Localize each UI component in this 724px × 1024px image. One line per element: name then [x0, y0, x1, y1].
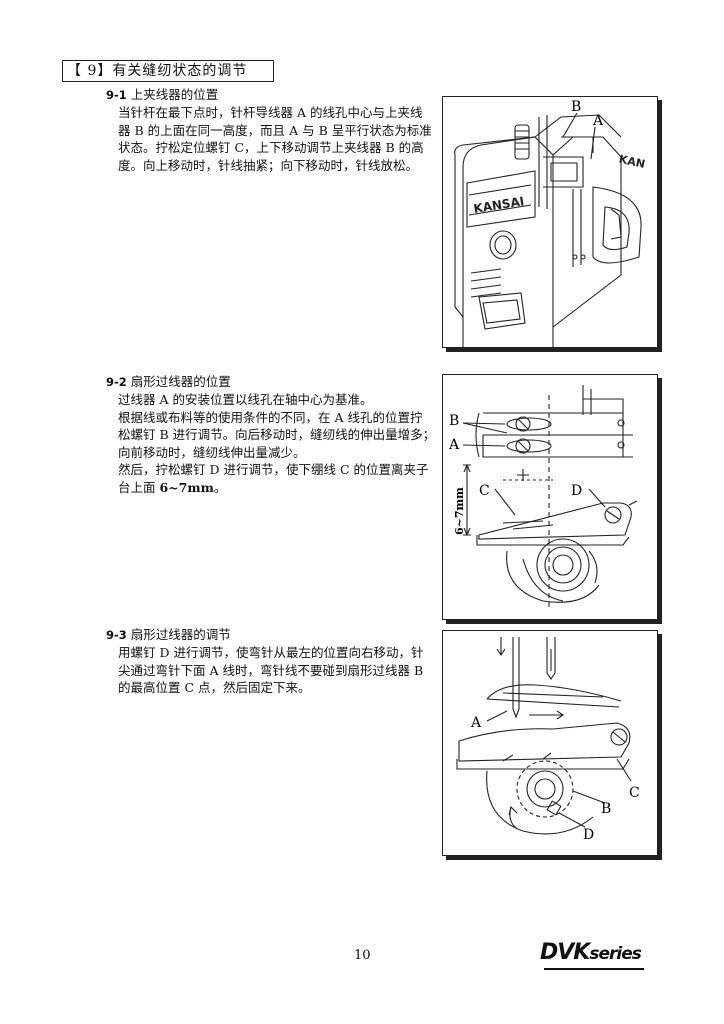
body-line: 状态。拧松定位螺钉 C，上下移动调节上夹线器 B 的高 [118, 140, 424, 155]
section-title: 扇形过线器的位置 [130, 374, 231, 389]
body-line: 用螺钉 D 进行调节，使弯针从最左的位置向右移动，针 [118, 645, 424, 660]
figure-label-a: A [448, 437, 460, 453]
figure-upper-tension: KANSAI KAN [442, 96, 658, 348]
fan-guide-position-illustration: B A C D 6~7mm [448, 385, 638, 607]
fan-guide-adjustment-illustration: A C B D [456, 637, 640, 843]
body-line: 台上面 6~7mm。 [118, 479, 442, 497]
section-title: 扇形过线器的调节 [130, 627, 231, 642]
svg-text:KAN: KAN [618, 153, 646, 171]
section-heading: 9-3 扇形过线器的调节 [106, 626, 442, 644]
section-9-1: 9-1 上夹线器的位置 当针杆在最下点时，针杆导线器 A 的线孔中心与上夹线 器… [106, 86, 442, 174]
figure-label-a: A [592, 113, 604, 129]
figure-label-c: C [629, 785, 640, 801]
section-body: 过线器 A 的安装位置以线孔在轴中心为基准。 根据线或布料等的使用条件的不同，在… [118, 391, 442, 496]
body-line: 然后，拧松螺钉 D 进行调节，使下绷线 C 的位置离夹子 [118, 462, 429, 477]
section-number: 9-1 [106, 88, 127, 102]
figure-label-b: B [449, 413, 459, 429]
body-line: 过线器 A 的安装位置以线孔在轴中心为基准。 [118, 392, 373, 407]
figure-label-a: A [470, 715, 482, 731]
figure-label-c: C [479, 483, 490, 499]
body-line: 器 B 的上面在同一高度，而且 A 与 B 呈平行状态为标准 [118, 122, 432, 138]
page-title: 【 9】有关缝纫状态的调节 [62, 60, 274, 82]
body-line: 度。向上移动时，针线抽紧；向下移动时，针线放松。 [118, 157, 419, 173]
section-body: 当针杆在最下点时，针杆导线器 A 的线孔中心与上夹线 器 B 的上面在同一高度，… [118, 104, 442, 174]
section-9-3: 9-3 扇形过线器的调节 用螺钉 D 进行调节，使弯针从最左的位置向右移动，针 … [106, 626, 442, 697]
series-logo-main: DVK [540, 940, 590, 965]
series-logo-suffix: series [589, 944, 642, 964]
body-line: 松螺钉 B 进行调节。向后移动时，缝纫线的伸出量增多； [118, 427, 436, 442]
section-heading: 9-1 上夹线器的位置 [106, 86, 442, 104]
upper-tension-illustration: KANSAI KAN [454, 99, 646, 347]
series-logo: DVKseries [540, 940, 650, 970]
measurement-value: 6~7mm [159, 479, 214, 495]
body-text: 。 [213, 479, 227, 495]
figure-label-b: B [601, 801, 611, 817]
page-number: 10 [354, 948, 371, 963]
dimension-label: 6~7mm [453, 487, 466, 535]
figure-label-d: D [583, 827, 594, 843]
body-text: 台上面 [118, 479, 160, 495]
section-body: 用螺钉 D 进行调节，使弯针从最左的位置向右移动，针 尖通过弯针下面 A 线时，… [118, 644, 442, 697]
body-line: 当针杆在最下点时，针杆导线器 A 的线孔中心与上夹线 [118, 105, 423, 120]
body-line: 向前移动时，缝纫线伸出量减少。 [118, 444, 306, 460]
section-heading: 9-2 扇形过线器的位置 [106, 373, 442, 391]
svg-text:KANSAI: KANSAI [473, 194, 526, 216]
figure-fan-guide-position: B A C D 6~7mm [442, 374, 658, 620]
figure-fan-guide-adjustment: A C B D [442, 630, 658, 856]
body-line: 根据线或布料等的使用条件的不同，在 A 线孔的位置拧 [118, 409, 423, 425]
section-number: 9-3 [106, 628, 127, 642]
body-line: 尖通过弯针下面 A 线时，弯针线不要碰到扇形过线器 B [118, 662, 424, 678]
figure-label-b: B [571, 99, 581, 115]
logo-underline [544, 968, 644, 970]
section-9-2: 9-2 扇形过线器的位置 过线器 A 的安装位置以线孔在轴中心为基准。 根据线或… [106, 373, 442, 496]
body-line: 的最高位置 C 点，然后固定下来。 [118, 680, 311, 695]
figure-label-d: D [571, 483, 582, 499]
section-number: 9-2 [106, 375, 127, 389]
section-title: 上夹线器的位置 [130, 87, 219, 102]
